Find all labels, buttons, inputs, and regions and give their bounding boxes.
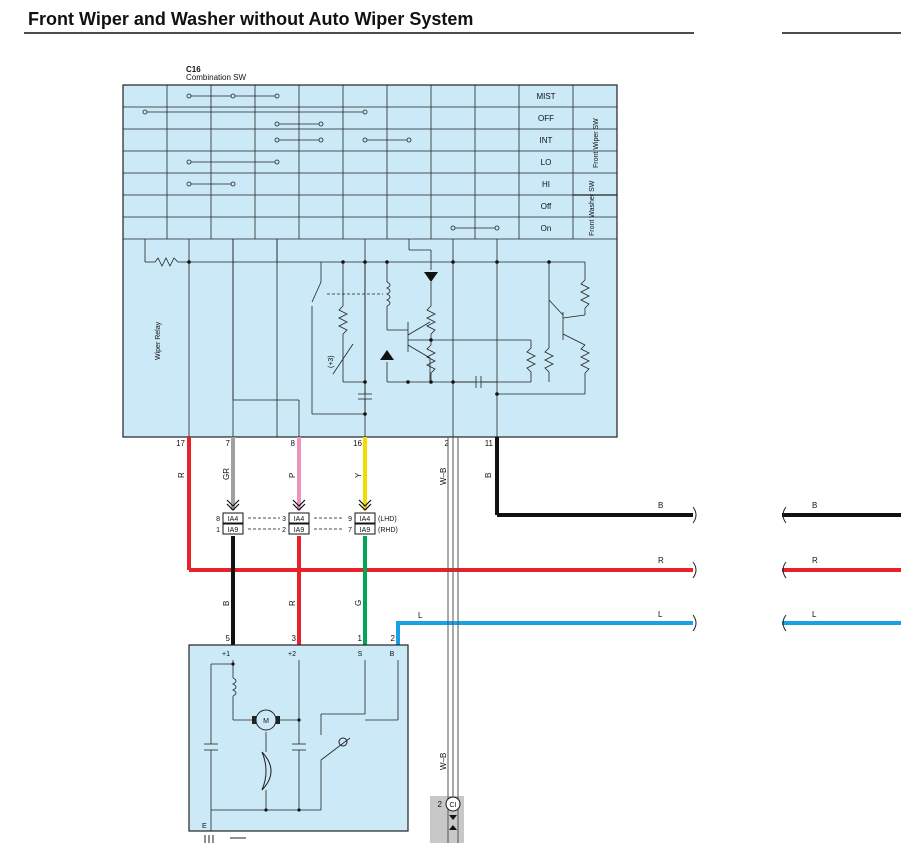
- row-off: OFF: [538, 114, 554, 123]
- junction-arrow-up: [449, 825, 457, 830]
- pin-17: 17: [176, 439, 185, 448]
- conn-ia4-b: IA4: [294, 516, 305, 523]
- conn-pin-9: 9: [348, 516, 352, 523]
- wire-label-l: L: [418, 611, 423, 620]
- bus-label-b: B: [658, 501, 663, 510]
- wire-label-y: Y: [354, 472, 363, 478]
- wire-label-b-down: B: [222, 601, 231, 606]
- wiper-motor-box: [188, 644, 409, 832]
- wiper-relay-label: Wiper Relay: [155, 321, 162, 360]
- cam-switch-pivot: [338, 737, 348, 747]
- junction-ci: [445, 796, 461, 812]
- front-wiper-sw-label: Front Wiper SW: [593, 118, 600, 168]
- junction-pin-2: 2: [438, 800, 443, 809]
- conn-ia9-a: IA9: [228, 527, 239, 534]
- bus-label-b-right: B: [812, 501, 817, 510]
- bus-label-l: L: [658, 610, 663, 619]
- conn-ia9-c: IA9: [360, 527, 371, 534]
- motor-term-plus2: +2: [288, 651, 296, 658]
- motor-pin-5: 5: [226, 634, 231, 643]
- row-int: INT: [540, 136, 553, 145]
- conn-lhd: (LHD): [378, 516, 397, 523]
- wire-label-r-down: R: [288, 600, 297, 606]
- motor-term-plus1: +1: [222, 651, 230, 658]
- motor-dots: [231, 662, 301, 812]
- switch-contacts: [142, 93, 500, 231]
- wire-label-r: R: [177, 472, 186, 478]
- front-washer-sw-label: Front Washer SW: [589, 180, 596, 236]
- wire-label-gr: GR: [222, 468, 231, 480]
- row-mist: MIST: [536, 92, 555, 101]
- row-washer-on: On: [541, 224, 552, 233]
- conn-pin-7: 7: [348, 527, 352, 534]
- cam-symbol: [261, 751, 272, 791]
- motor-pin-2: 2: [391, 634, 396, 643]
- wire-label-wb-lower: W–B: [439, 753, 448, 770]
- pin-7: 7: [226, 439, 231, 448]
- junction-code: CI: [450, 802, 457, 809]
- bus-label-r-right: R: [812, 556, 818, 565]
- connector-ia4-ia9: [222, 512, 376, 535]
- motor-term-s: S: [358, 651, 363, 658]
- motor-pin-1: 1: [358, 634, 363, 643]
- combination-switch-box: [122, 84, 618, 438]
- motor-term-b: B: [390, 651, 395, 658]
- conn-pin-8: 8: [216, 516, 220, 523]
- pin-11: 11: [485, 439, 494, 448]
- switch-code: C16: [186, 65, 201, 74]
- diode-symbol: [424, 272, 438, 282]
- wire-label-g-down: G: [354, 600, 363, 606]
- motor-brush-left: [252, 716, 256, 724]
- motor-term-e: E: [202, 823, 207, 830]
- wires: [187, 437, 901, 800]
- page-title: Front Wiper and Washer without Auto Wipe…: [28, 9, 473, 29]
- conn-ia9-b: IA9: [294, 527, 305, 534]
- wiper-relay-circuit: [144, 239, 590, 437]
- conn-pin-2: 2: [282, 527, 286, 534]
- row-hi: HI: [542, 180, 550, 189]
- wire-label-p: P: [288, 473, 297, 478]
- ground-symbol: [204, 835, 246, 843]
- motor-brush-right: [276, 716, 280, 724]
- zener-diode-symbol: [380, 350, 394, 360]
- motor-pin-3: 3: [292, 634, 297, 643]
- wire-label-wb: W–B: [439, 468, 448, 485]
- resistor-label: (+3): [328, 355, 335, 368]
- wire-label-b: B: [484, 473, 493, 478]
- motor-label: M: [263, 718, 269, 725]
- pin-2: 2: [445, 439, 450, 448]
- row-washer-off: Off: [541, 202, 552, 211]
- conn-ia4-c: IA4: [360, 516, 371, 523]
- pin-8: 8: [291, 439, 296, 448]
- pin-16: 16: [353, 439, 362, 448]
- junction-arrow-down: [449, 815, 457, 820]
- conn-pin-3: 3: [282, 516, 286, 523]
- bus-label-r: R: [658, 556, 664, 565]
- conn-ia4-a: IA4: [228, 516, 239, 523]
- bus-label-l-right: L: [812, 610, 817, 619]
- row-lo: LO: [541, 158, 552, 167]
- switch-matrix: [123, 85, 617, 240]
- switch-name: Combination SW: [186, 73, 246, 82]
- conn-pin-1: 1: [216, 527, 220, 534]
- conn-rhd: (RHD): [378, 527, 398, 534]
- wire-breaks: [692, 506, 787, 632]
- junction-dots: [187, 260, 551, 416]
- motor-circuit: [204, 660, 399, 831]
- connector-chevrons: [226, 499, 372, 511]
- bus-blue: [396, 621, 693, 645]
